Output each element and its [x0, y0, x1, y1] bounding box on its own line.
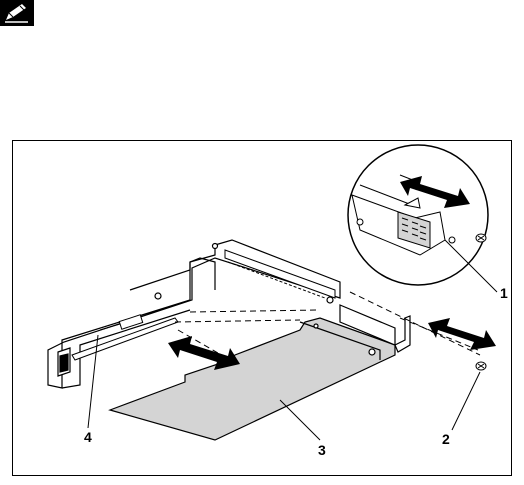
expansion-card: [110, 318, 395, 440]
callout-3: 3: [318, 443, 326, 457]
callout-4: 4: [84, 430, 92, 444]
callout-2: 2: [442, 432, 450, 446]
screw: [476, 362, 486, 370]
inset-screw: [476, 234, 486, 242]
card-edge-connector: [72, 315, 178, 360]
insert-arrow: [168, 336, 240, 370]
callout-1: 1: [500, 286, 508, 300]
